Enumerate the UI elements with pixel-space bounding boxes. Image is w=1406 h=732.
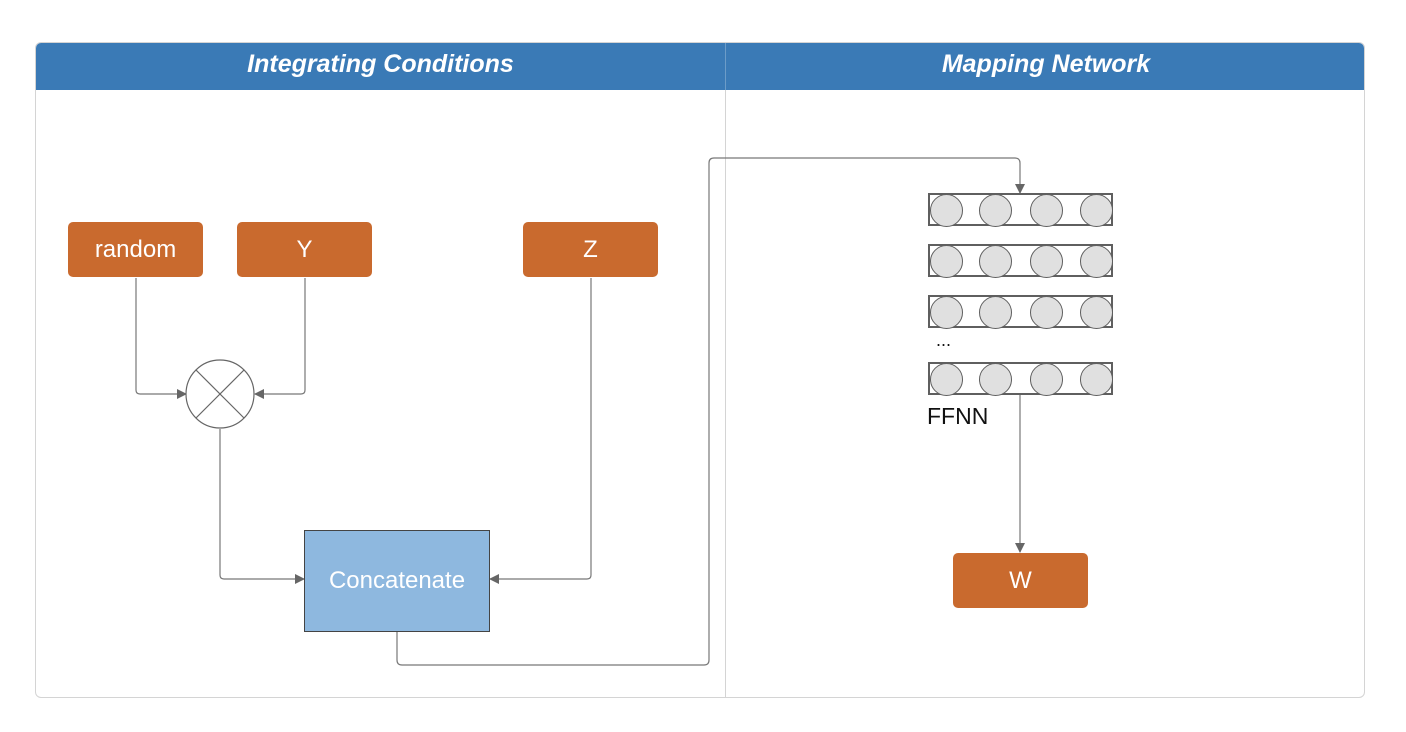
- neuron: [1030, 363, 1063, 396]
- header-divider: [725, 43, 726, 90]
- edge-z-to-concatenate: [489, 278, 592, 584]
- ffnn-layer: [928, 244, 1113, 278]
- ffnn-layer: [928, 362, 1113, 396]
- node-concatenate: Concatenate: [304, 530, 490, 632]
- neuron: [930, 296, 963, 329]
- neuron: [930, 245, 963, 278]
- neuron: [1080, 296, 1113, 329]
- diagram-frame: Integrating Conditions Mapping Network: [35, 42, 1365, 698]
- edge-multiply-to-concatenate: [219, 429, 305, 584]
- neuron: [979, 194, 1012, 227]
- ffnn-layer: [928, 193, 1113, 227]
- node-z: Z: [523, 222, 658, 277]
- edge-random-to-multiply: [135, 278, 187, 399]
- ffnn-layer: [928, 295, 1113, 329]
- lane-divider: [725, 43, 726, 697]
- ffnn-ellipsis: ...: [936, 330, 952, 350]
- neuron: [1030, 245, 1063, 278]
- neuron: [1030, 296, 1063, 329]
- node-random: random: [68, 222, 203, 277]
- neuron: [979, 245, 1012, 278]
- neuron: [1080, 245, 1113, 278]
- edge-concatenate-to-ffnn: [396, 157, 1025, 666]
- neuron: [930, 194, 963, 227]
- edge-y-to-multiply: [254, 278, 306, 399]
- neuron: [979, 296, 1012, 329]
- ffnn-label: FFNN: [927, 403, 989, 429]
- neuron: [1080, 194, 1113, 227]
- neuron: [1080, 363, 1113, 396]
- multiply-node: [185, 359, 255, 429]
- swimlane-header: Integrating Conditions Mapping Network: [36, 43, 1364, 90]
- node-w: W: [953, 553, 1088, 608]
- neuron: [930, 363, 963, 396]
- neuron: [979, 363, 1012, 396]
- lane-title-integrating-conditions: Integrating Conditions: [247, 50, 514, 78]
- lane-title-mapping-network: Mapping Network: [941, 50, 1151, 78]
- node-y: Y: [237, 222, 372, 277]
- neuron: [1030, 194, 1063, 227]
